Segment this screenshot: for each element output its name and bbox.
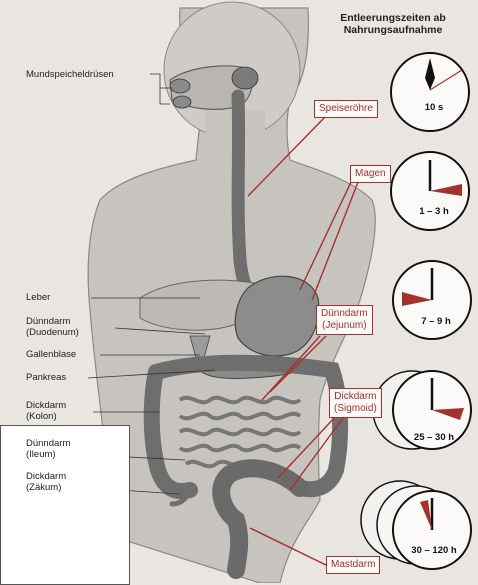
label-dickdarm-kolon: Dickdarm (Kolon): [26, 400, 66, 422]
clock-2-dial: [391, 152, 469, 230]
box-magen: Magen: [350, 165, 391, 183]
timing-header: Entleerungszeiten ab Nahrungsaufnahme: [318, 12, 468, 36]
box-speiseroehre: Speiseröhre: [314, 100, 378, 118]
label-duenndarm-duodenum-line1: Dünndarm: [26, 316, 79, 327]
label-pankreas: Pankreas: [26, 372, 66, 383]
label-dickdarm-zaekum: Dickdarm (Zäkum): [26, 471, 66, 493]
clock-3-dial: [393, 261, 471, 339]
box-mastdarm: Mastdarm: [326, 556, 380, 574]
label-duenndarm-ileum-line2: (Ileum): [26, 449, 70, 460]
box-jejunum-line1: Dünndarm: [321, 308, 368, 320]
label-duenndarm-duodenum: Dünndarm (Duodenum): [26, 316, 79, 338]
salivary-gland-lower: [173, 96, 191, 108]
label-duenndarm-ileum: Dünndarm (Ileum): [26, 438, 70, 460]
label-duenndarm-duodenum-line2: (Duodenum): [26, 327, 79, 338]
salivary-gland-back: [232, 67, 258, 89]
box-jejunum-line2: (Jejunum): [321, 320, 368, 332]
label-dickdarm-kolon-line1: Dickdarm: [26, 400, 66, 411]
salivary-gland-upper: [170, 79, 190, 93]
stomach: [235, 276, 319, 356]
label-leber: Leber: [26, 292, 50, 303]
label-dickdarm-kolon-line2: (Kolon): [26, 411, 66, 422]
clock-4-time: 25 – 30 h: [404, 432, 464, 443]
box-jejunum: Dünndarm (Jejunum): [316, 305, 373, 335]
label-mundspeicheldruesen: Mundspeicheldrüsen: [26, 69, 114, 80]
box-sigmoid-line1: Dickdarm: [334, 391, 377, 403]
timing-header-line2: Nahrungsaufnahme: [318, 24, 468, 36]
clock-1-dial: [391, 53, 469, 131]
label-dickdarm-zaekum-line1: Dickdarm: [26, 471, 66, 482]
clock-2-time: 1 – 3 h: [404, 206, 464, 217]
label-gallenblase: Gallenblase: [26, 349, 76, 360]
clock-3-time: 7 – 9 h: [406, 316, 466, 327]
clock-1-time: 10 s: [404, 102, 464, 113]
label-dickdarm-zaekum-line2: (Zäkum): [26, 482, 66, 493]
clock-5-time: 30 – 120 h: [404, 545, 464, 556]
box-sigmoid: Dickdarm (Sigmoid): [329, 388, 382, 418]
box-sigmoid-line2: (Sigmoid): [334, 403, 377, 415]
label-duenndarm-ileum-line1: Dünndarm: [26, 438, 70, 449]
timing-header-line1: Entleerungszeiten ab: [318, 12, 468, 24]
